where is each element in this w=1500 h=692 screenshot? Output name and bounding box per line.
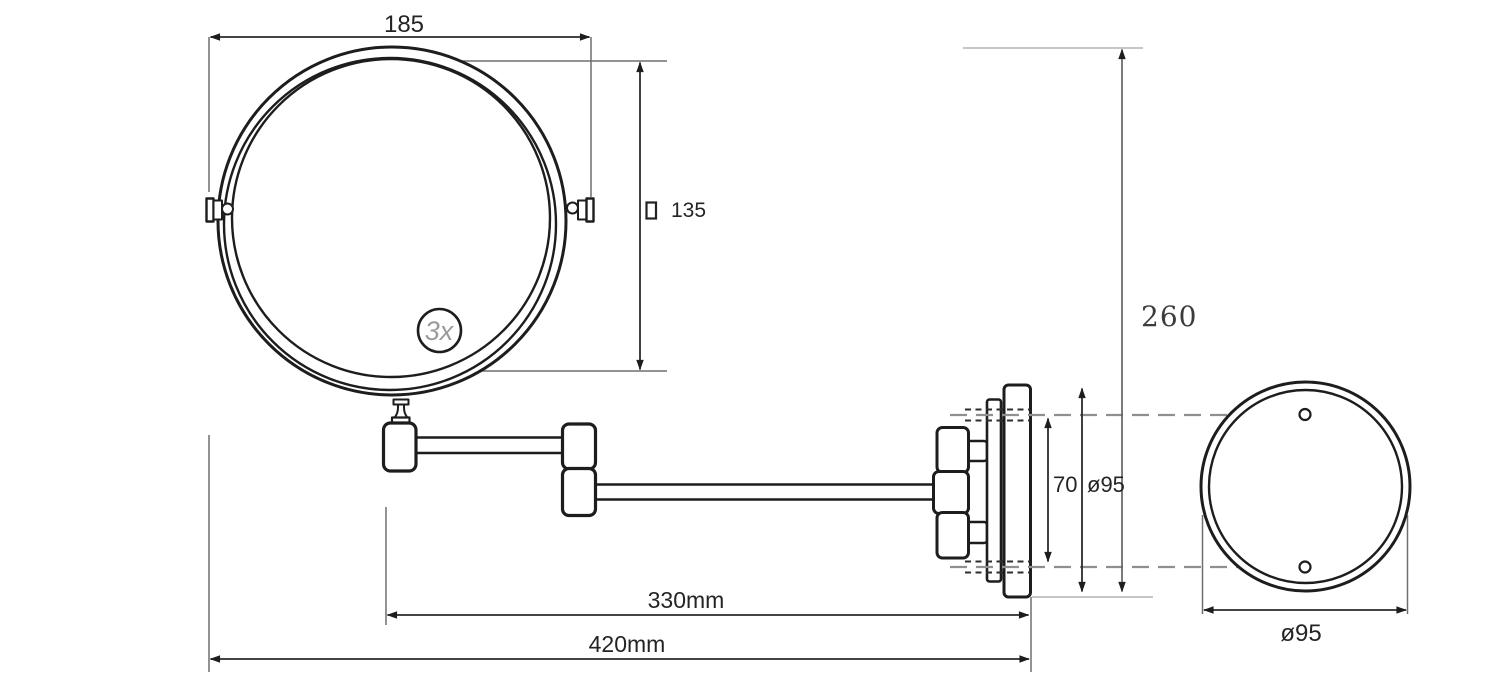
magnification-badge-circle	[416, 307, 463, 354]
wall-hinge-middle-block	[932, 470, 970, 515]
right-pivot-knob	[566, 201, 579, 215]
label-overall-reach: 420mm	[589, 631, 666, 657]
wall-hinge-bottom-block	[935, 511, 970, 560]
mirror-glass-circle	[230, 57, 552, 379]
rear-plate-inner-circle	[1207, 388, 1404, 585]
arm-elbow-mirror-joint	[381, 421, 418, 473]
label-overall-height: 260	[1141, 300, 1197, 333]
left-pivot-knob	[221, 202, 234, 216]
label-plate-diameter-side: ø95	[1087, 472, 1125, 497]
wall-inner-plate	[985, 398, 1003, 583]
rear-plate-top-screw-hole	[1298, 407, 1312, 422]
magnification-badge-label: 3x	[425, 316, 455, 346]
label-mirror-width: 185	[384, 11, 424, 38]
rear-plate-outer-circle	[1199, 380, 1412, 593]
arm-segment-2	[590, 483, 941, 501]
left-pivot-bracket	[212, 199, 223, 221]
arm-segment-1	[413, 436, 569, 455]
wall-mount-plate	[1002, 383, 1032, 599]
right-pivot-bracket	[577, 199, 588, 221]
label-glass-height: 135	[671, 199, 706, 222]
label-rear-diameter: ø95	[1280, 620, 1321, 647]
square-symbol-glyph	[645, 201, 658, 220]
mirror-outer-frame-circle	[216, 45, 568, 397]
mirror-stem-collar	[392, 398, 410, 406]
arm-elbow-lower-block	[560, 466, 598, 518]
label-arm-reach: 330mm	[648, 587, 725, 613]
rear-plate-bottom-screw-hole	[1298, 560, 1312, 574]
label-hole-spacing: 70	[1053, 472, 1077, 497]
wall-hinge-top-block	[935, 426, 970, 474]
right-pivot-cap	[585, 197, 595, 223]
arm-elbow-upper-block	[560, 422, 598, 471]
left-pivot-cap	[205, 197, 215, 223]
